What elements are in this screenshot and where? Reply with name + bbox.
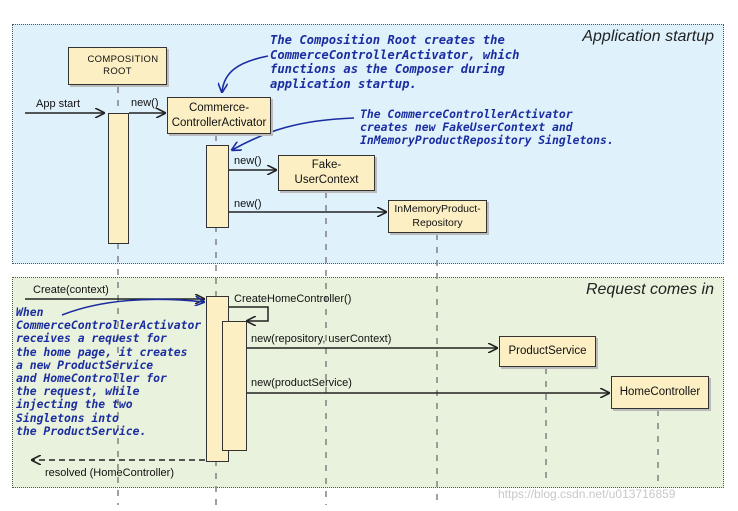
note1-pointer [222,55,269,92]
label-new-fake: new() [234,155,262,167]
label-create-home-controller: CreateHomeController() [234,293,352,305]
note2-pointer [232,117,355,150]
home-controller-box: HomeController [611,376,709,409]
repository-label: InMemoryProduct- Repository [394,202,481,229]
note3-pointer [61,299,204,316]
activator-box: Commerce- ControllerActivator [167,97,271,134]
label-new-repo: new() [234,198,262,210]
activator-label: Commerce- ControllerActivator [171,101,267,129]
request-frame-title: Request comes in [585,281,714,298]
fake-user-context-box: Fake- UserContext [278,155,375,191]
activation-activator-startup [206,145,229,228]
label-new-activator: new() [131,97,159,109]
label-new-product-service: new(repository, userContext) [251,333,392,345]
activation-composition-root [108,113,129,244]
home-controller-label: HomeController [619,386,701,399]
request-frame [12,277,724,488]
product-service-box: ProductService [499,336,596,367]
note-composition-root: The Composition Root creates the Commerc… [270,33,520,91]
arrow-create-home-controller [229,306,269,321]
startup-frame-title: Application startup [582,28,714,45]
label-create-context: Create(context) [33,284,109,296]
activation-activator-nested [222,321,247,451]
label-resolved: resolved (HomeController) [45,467,174,479]
watermark: https://blog.csdn.net/u013716859 [498,487,676,501]
note-activator-singletons: The CommerceControllerActivator creates … [360,107,614,148]
repository-box: InMemoryProduct- Repository [388,200,487,233]
fake-user-context-label: Fake- UserContext [294,159,359,186]
label-new-home-controller: new(productService) [251,377,352,389]
note-request: When CommerceControllerActivator receive… [16,305,202,438]
product-service-label: ProductService [508,345,587,358]
label-app-start: App start [36,98,81,110]
composition-root-box: Composition Root [68,47,167,85]
composition-root-label: Composition Root [87,53,159,77]
